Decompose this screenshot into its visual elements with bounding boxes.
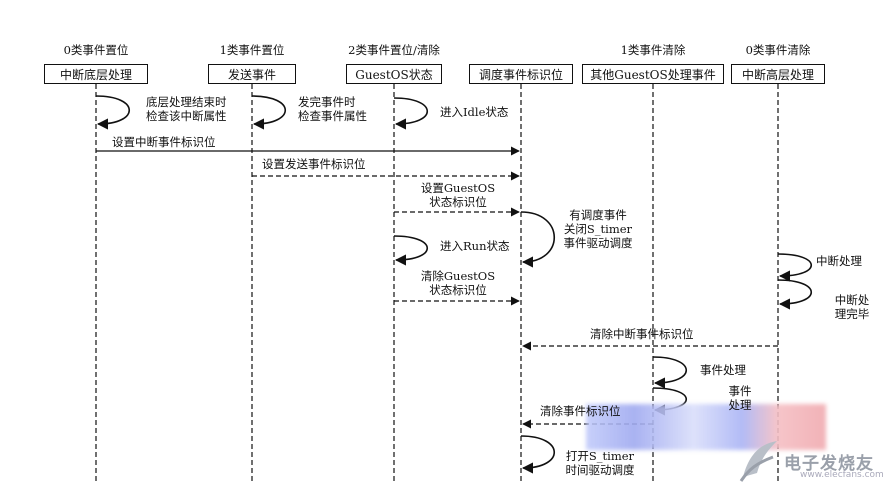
self-loop-label: 有调度事件 <box>569 208 627 222</box>
lane-box: GuestOS状态 <box>346 64 442 84</box>
blurred-region <box>586 404 826 450</box>
self-loop-arrow <box>652 356 687 389</box>
self-loop-label: 关闭S_timer <box>563 222 633 236</box>
watermark-brand: 电子发烧友 <box>784 454 874 474</box>
message-label: 状态标识位 <box>429 283 487 297</box>
lane-box: 发送事件 <box>208 64 296 84</box>
self-loop-label: 事件处理 <box>700 363 746 377</box>
self-loop-label: 发完事件时 <box>298 95 356 109</box>
self-loop-arrow <box>520 211 556 268</box>
message-label: 清除中断事件标识位 <box>590 327 694 341</box>
lane-box: 其他GuestOS处理事件 <box>582 64 724 84</box>
message-label: 清除事件标识位 <box>540 404 621 418</box>
self-loop-label: 理完毕 <box>834 307 870 321</box>
self-loop-arrow <box>777 279 812 310</box>
self-loop-arrow <box>777 253 812 282</box>
self-loop-arrow <box>251 95 286 130</box>
message-label: 清除GuestOS <box>420 269 496 283</box>
self-loop-label: 事件 <box>728 384 752 398</box>
lane-box: 中断高层处理 <box>731 64 825 84</box>
lane-top-label: 0类事件置位 <box>63 43 129 57</box>
self-loop-label: 进入Run状态 <box>440 239 510 253</box>
self-loop-label: 检查事件属性 <box>298 109 367 123</box>
lane-top-label: 2类事件置位/清除 <box>348 43 440 57</box>
message-label: 设置发送事件标识位 <box>262 157 366 171</box>
self-loop-label: 处理 <box>728 398 752 412</box>
elecfans-logo-icon <box>739 441 777 482</box>
self-loop-arrow <box>95 95 130 130</box>
self-loop-arrow <box>393 97 428 130</box>
lane-box: 中断底层处理 <box>44 64 148 84</box>
message-label: 设置中断事件标识位 <box>112 135 216 149</box>
lane-top-label: 1类事件清除 <box>620 43 686 57</box>
message-label: 设置GuestOS <box>420 181 496 195</box>
self-loop-label: 打开S_timer <box>565 449 635 463</box>
self-loop-arrow <box>393 235 428 266</box>
self-loop-label: 底层处理结束时 <box>146 95 227 109</box>
watermark-url: www.elecfans.com <box>800 470 884 480</box>
self-loop-label: 进入Idle状态 <box>440 105 509 119</box>
self-loop-label: 中断处理 <box>816 254 862 268</box>
self-loop-label: 事件驱动调度 <box>563 236 633 250</box>
lane-top-label: 0类事件清除 <box>745 43 811 57</box>
self-loop-label: 检查该中断属性 <box>146 109 227 123</box>
lane-top-label: 1类事件置位 <box>219 43 285 57</box>
self-loop-label: 中断处 <box>834 293 870 307</box>
self-loop-arrow <box>520 435 555 474</box>
lane-box: 调度事件标识位 <box>469 64 573 84</box>
message-label: 状态标识位 <box>429 195 487 209</box>
self-loop-label: 时间驱动调度 <box>565 463 635 477</box>
